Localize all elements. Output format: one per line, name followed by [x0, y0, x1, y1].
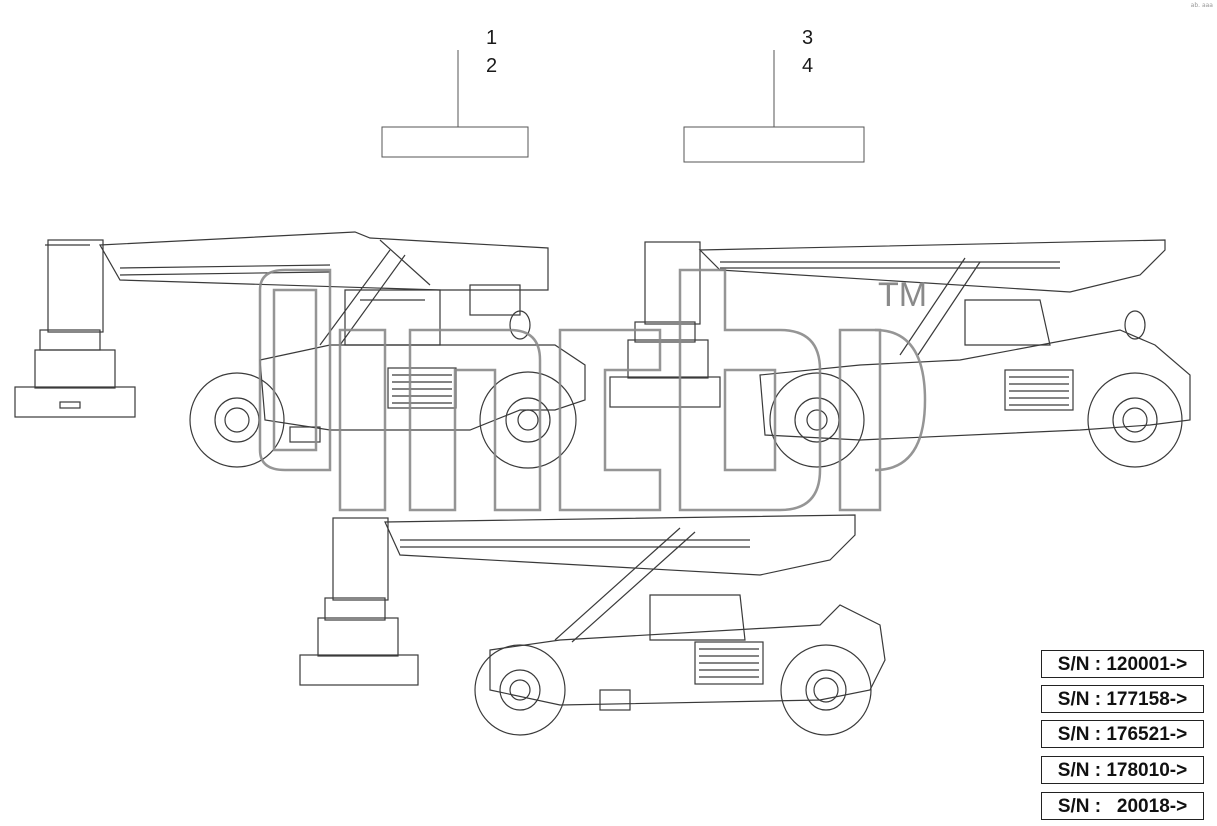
trademark-symbol: TM [878, 276, 927, 314]
callout-3: 3 [802, 27, 814, 49]
label-box-right[interactable] [683, 126, 865, 163]
reach-stacker-3 [299, 514, 886, 736]
serial-number-box[interactable]: S/N : 176521-> [1041, 720, 1204, 748]
serial-number-box[interactable]: S/N : 177158-> [1041, 685, 1204, 713]
reach-stacker-2 [609, 239, 1191, 468]
serial-number-box[interactable]: S/N : 20018-> [1041, 792, 1204, 820]
callout-2: 2 [486, 55, 498, 77]
corner-mark: ab. aaa [1190, 2, 1213, 9]
serial-number-box[interactable]: S/N : 178010-> [1041, 756, 1204, 784]
serial-number-box[interactable]: S/N : 120001-> [1041, 650, 1204, 678]
callout-1: 1 [486, 27, 498, 49]
label-callout-boxes [381, 50, 865, 163]
watermark-logo [258, 268, 927, 512]
label-box-left[interactable] [381, 126, 529, 158]
reach-stacker-1 [14, 231, 586, 469]
callout-4: 4 [802, 55, 814, 77]
